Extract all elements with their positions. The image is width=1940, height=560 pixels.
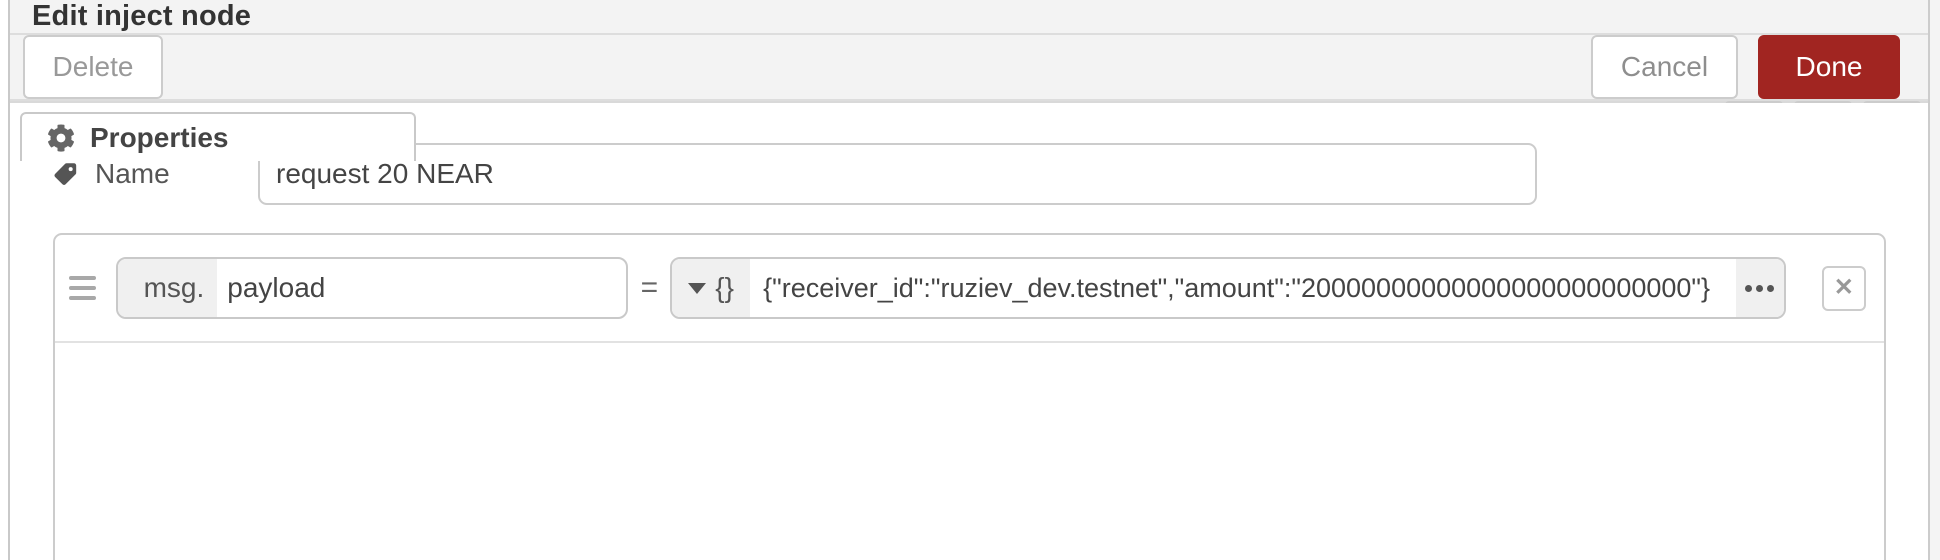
close-icon: ✕ — [1833, 274, 1854, 301]
payload-row: msg. = {} — [55, 235, 1884, 343]
msg-property-typed-input: msg. — [115, 257, 628, 319]
inject-properties-list: msg. = {} — [53, 233, 1886, 560]
json-type-icon: {} — [715, 272, 734, 303]
payload-value-typed-input: {} — [670, 257, 1786, 319]
dialog-title: Edit inject node — [32, 0, 252, 32]
msg-prefix-label: msg. — [117, 259, 218, 317]
expand-editor-button[interactable] — [1735, 259, 1784, 317]
tag-icon — [52, 161, 79, 188]
tray-header: Edit inject node — [10, 0, 1928, 35]
tray-toolbar: Delete Cancel Done — [10, 35, 1928, 101]
delete-button[interactable]: Delete — [23, 35, 163, 99]
cancel-button[interactable]: Cancel — [1591, 35, 1738, 99]
chevron-down-icon — [688, 282, 707, 294]
payload-value-input[interactable] — [750, 259, 1736, 317]
equals-sign: = — [640, 271, 659, 304]
name-label: Name — [52, 158, 258, 190]
tab-properties[interactable]: Properties — [20, 112, 416, 161]
edit-tray: Edit inject node Delete Cancel Done Prop… — [8, 0, 1928, 560]
type-select-button[interactable]: {} — [672, 259, 751, 317]
gear-icon — [47, 123, 75, 152]
ellipsis-icon — [1745, 284, 1753, 292]
remove-row-button[interactable]: ✕ — [1821, 265, 1866, 311]
done-button[interactable]: Done — [1758, 35, 1900, 99]
scrollbar-gutter[interactable] — [1928, 0, 1940, 560]
name-input[interactable] — [258, 143, 1537, 205]
name-row: Name — [52, 143, 1928, 205]
drag-handle-icon[interactable] — [69, 276, 96, 300]
tab-properties-label: Properties — [90, 121, 229, 153]
msg-property-input[interactable] — [217, 259, 626, 317]
properties-panel: Name msg. = — [10, 103, 1928, 560]
